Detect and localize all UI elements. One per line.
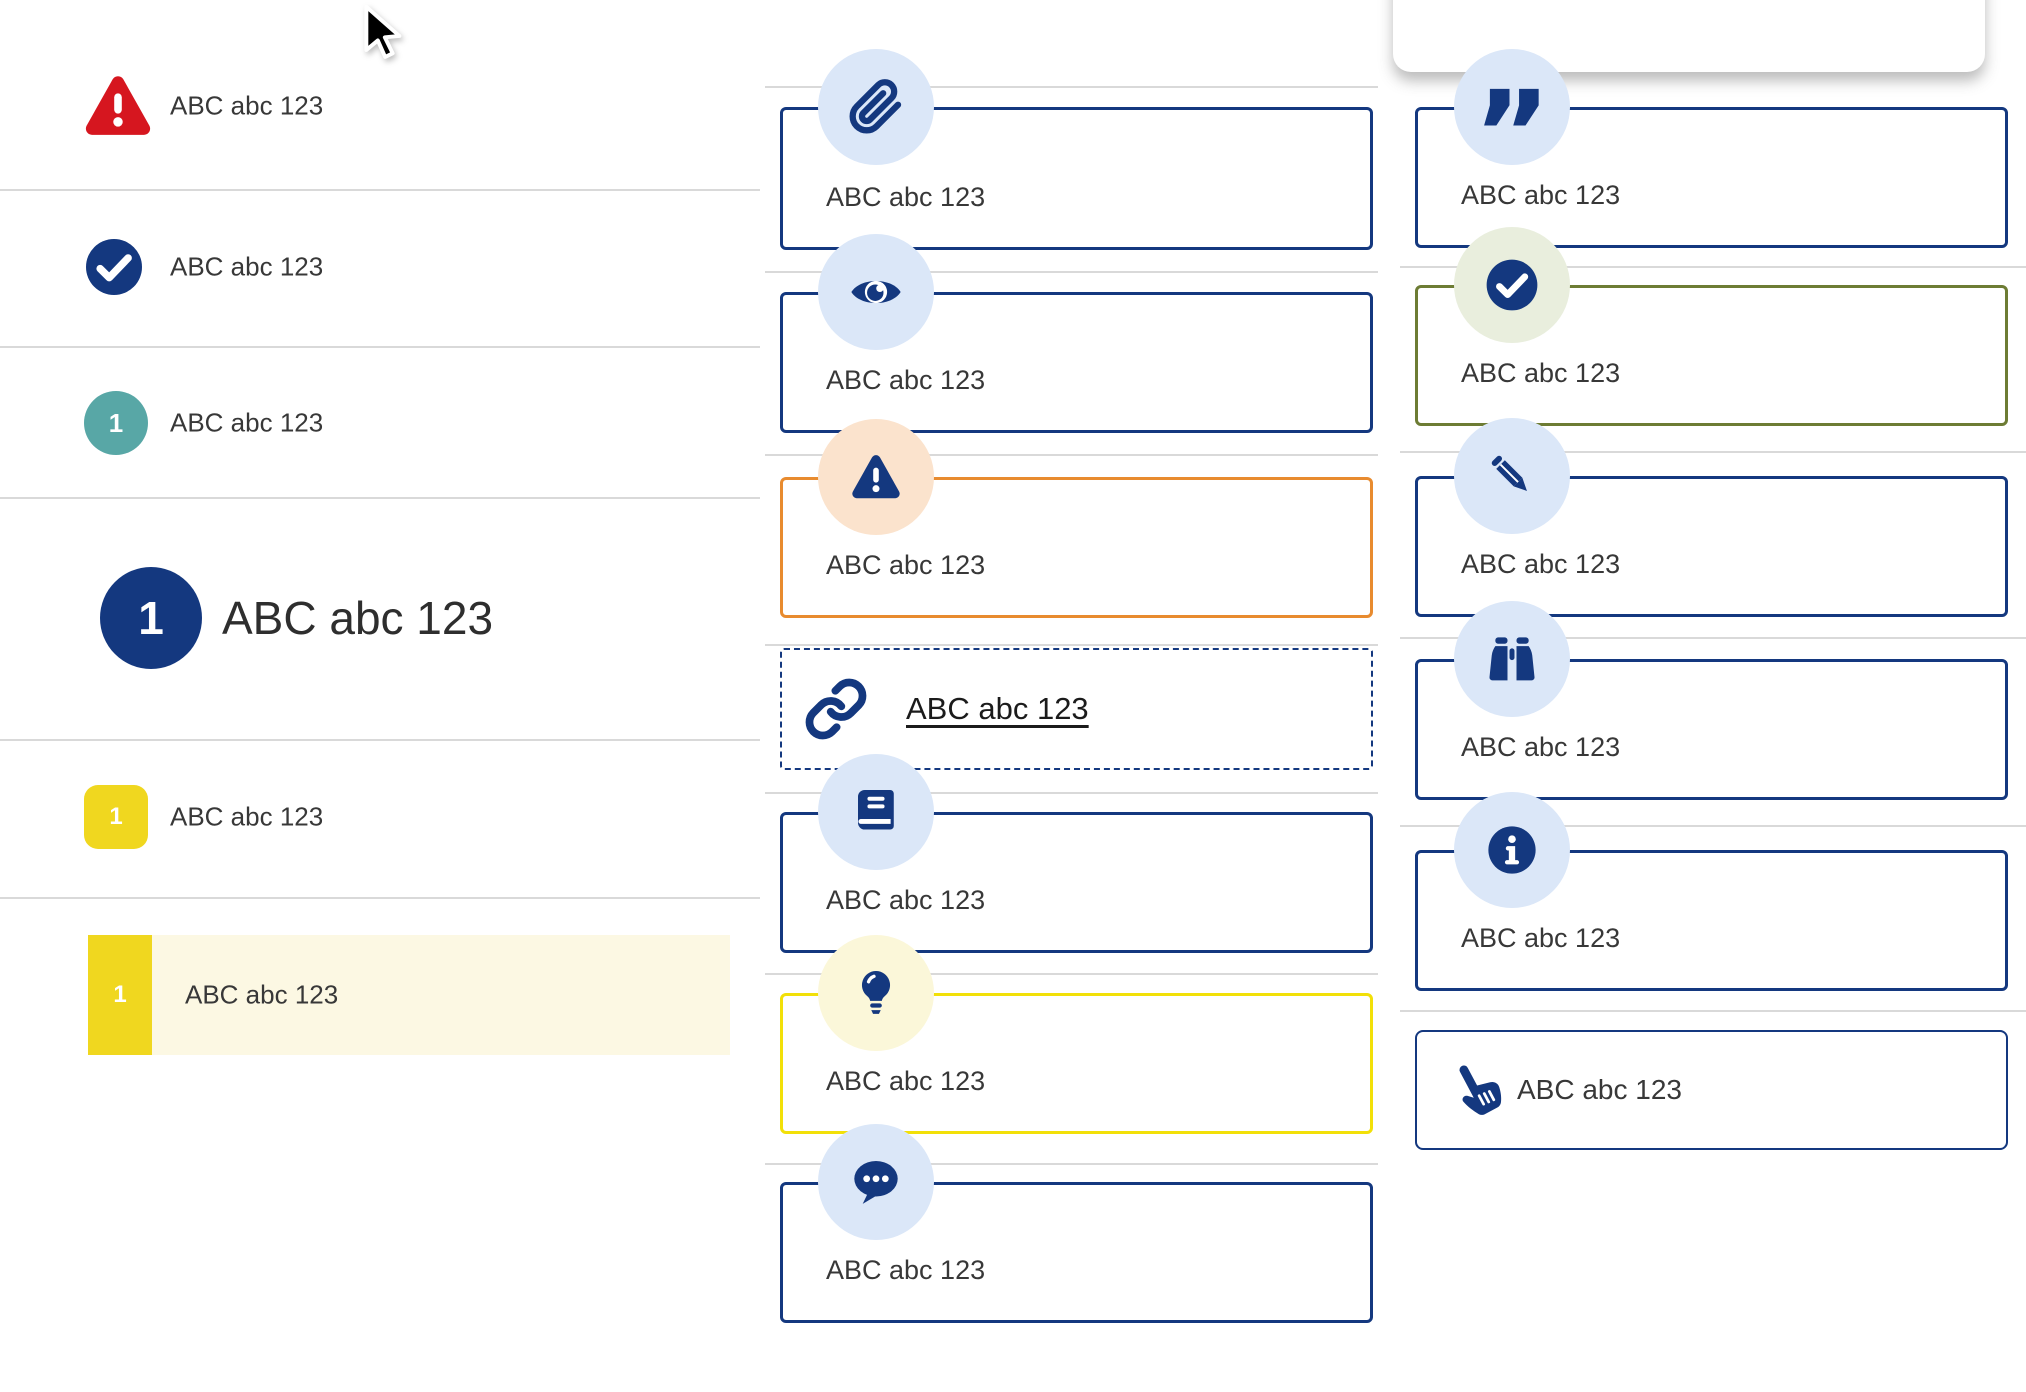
separator	[1400, 266, 2026, 268]
callout-label: ABC abc 123	[826, 885, 986, 915]
callout-link[interactable]: ABC abc 123	[780, 648, 1373, 770]
warning-triangle-icon	[80, 68, 156, 144]
info-icon	[1454, 792, 1570, 908]
warning-triangle-icon	[818, 419, 934, 535]
badge-number: 1	[138, 592, 164, 644]
number-badge-teal: 1	[84, 391, 148, 455]
separator	[765, 973, 1378, 975]
callout-label: ABC abc 123	[826, 1066, 986, 1096]
lightbulb-icon	[818, 935, 934, 1051]
quote-glyph: ”	[1473, 65, 1551, 203]
badge-number: 1	[108, 407, 124, 438]
list-item-label[interactable]: ABC abc 123	[170, 801, 324, 832]
list-item-label[interactable]: ABC abc 123	[170, 90, 324, 121]
separator	[765, 1163, 1378, 1165]
number-badge-navy-large: 1	[100, 567, 202, 669]
pencil-icon	[1454, 418, 1570, 534]
binoculars-icon	[1454, 601, 1570, 717]
mouse-cursor-icon	[363, 4, 405, 64]
separator	[0, 346, 760, 348]
callout-link-text[interactable]: ABC abc 123	[906, 691, 1089, 726]
list-item-label[interactable]: ABC abc 123	[170, 251, 324, 282]
separator	[1400, 825, 2026, 827]
separator	[1400, 451, 2026, 453]
chat-icon	[818, 1124, 934, 1240]
separator	[0, 497, 760, 499]
callout-label: ABC abc 123	[826, 1255, 986, 1285]
separator	[0, 739, 760, 741]
callout-label: ABC abc 123	[1461, 732, 1621, 762]
check-circle-icon	[1454, 227, 1570, 343]
badge-number: 1	[113, 981, 127, 1008]
number-badge-yellow: 1	[88, 935, 152, 1055]
paperclip-icon	[818, 49, 934, 165]
callout-label: ABC abc 123	[1461, 358, 1621, 388]
callout-label: ABC abc 123	[826, 182, 986, 212]
callout-label: ABC abc 123	[1517, 1074, 1682, 1105]
callout-label: ABC abc 123	[826, 365, 986, 395]
separator	[0, 897, 760, 899]
callout-preview: ABC abc 123	[780, 292, 1373, 433]
callout-find: ABC abc 123	[1415, 659, 2008, 800]
separator	[765, 271, 1378, 273]
check-circle-icon	[82, 235, 146, 299]
separator	[1400, 1010, 2026, 1012]
list-item-label[interactable]: ABC abc 123	[170, 407, 324, 438]
eye-icon	[818, 234, 934, 350]
callout-label: ABC abc 123	[826, 550, 986, 580]
number-badge-yellow: 1	[84, 785, 148, 849]
badge-number: 1	[109, 803, 123, 830]
callout-action[interactable]: ABC abc 123	[1415, 1030, 2008, 1150]
separator	[765, 644, 1378, 646]
callout-info: ABC abc 123	[1415, 850, 2008, 991]
list-item-label-large[interactable]: ABC abc 123	[222, 592, 494, 644]
callout-label: ABC abc 123	[1461, 549, 1621, 579]
separator	[765, 454, 1378, 456]
link-icon	[804, 677, 868, 741]
separator	[1400, 637, 2026, 639]
callout-label: ABC abc 123	[1461, 923, 1621, 953]
book-icon	[818, 754, 934, 870]
quote-icon: ”	[1454, 49, 1570, 193]
separator	[0, 189, 760, 191]
separator	[765, 86, 1378, 88]
list-item-label: ABC abc 123	[185, 979, 339, 1010]
hand-point-icon	[1445, 1060, 1505, 1120]
callout-label: ABC abc 123	[1461, 180, 1621, 210]
separator	[765, 792, 1378, 794]
list-item-highlighted[interactable]: 1 ABC abc 123	[88, 935, 730, 1055]
